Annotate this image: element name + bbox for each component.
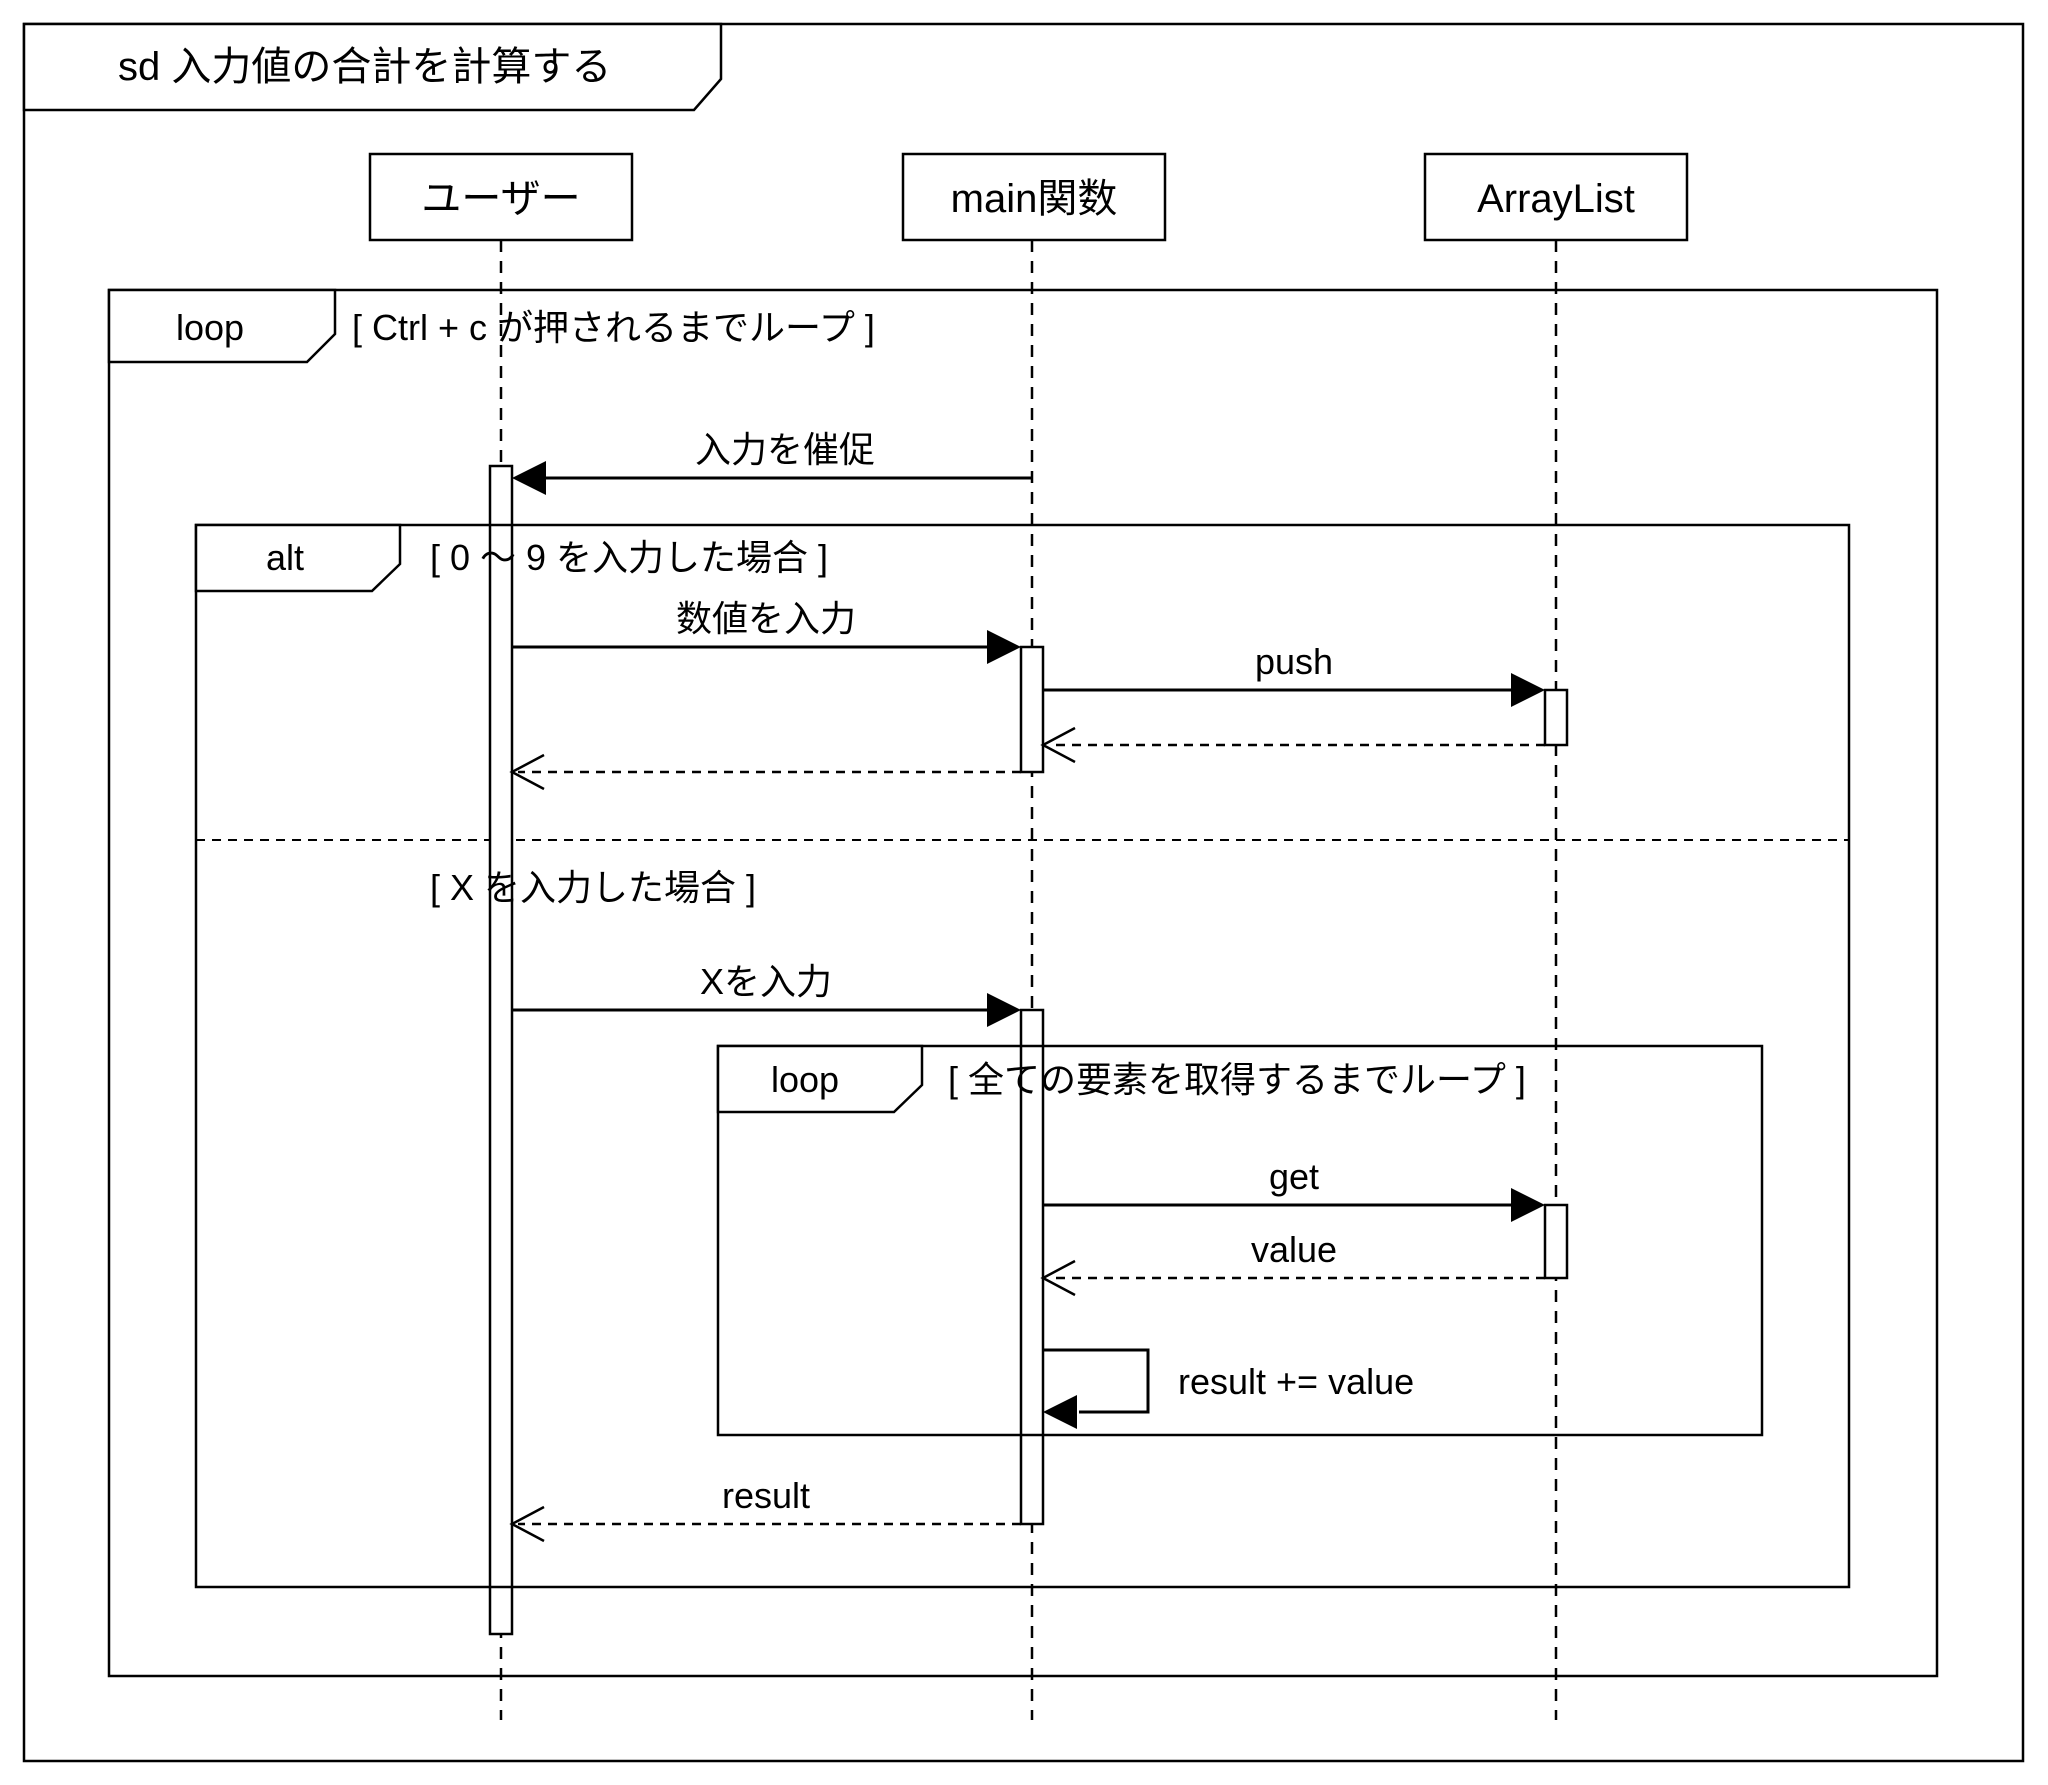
- alt-guard-x: [ X を入力した場合 ]: [430, 867, 756, 908]
- outer-loop-operator-tab: [107, 288, 337, 364]
- lifeline-label-main: main関数: [951, 177, 1118, 221]
- activation-user: [488, 464, 514, 1636]
- diagram-title: sd 入力値の合計を計算する: [118, 45, 611, 89]
- lifeline-label-arraylist: ArrayList: [1477, 177, 1635, 221]
- alt-frame: [194, 523, 1851, 1589]
- return-value-arrowhead: [1040, 1259, 1076, 1297]
- self-message-accumulate-arrowhead: [1043, 1395, 1077, 1429]
- activation-arraylist-2: [1543, 1203, 1569, 1280]
- return-value-label: value: [1251, 1229, 1337, 1270]
- lifeline-label-user: ユーザー: [421, 177, 580, 221]
- message-enter-number-label: 数値を入力: [676, 598, 856, 639]
- message-push-label: push: [1255, 641, 1333, 682]
- outer-loop-frame: [107, 288, 1939, 1678]
- message-prompt-input-arrowhead: [512, 461, 546, 495]
- alt-operator: alt: [266, 537, 304, 578]
- inner-loop-operator: loop: [771, 1059, 839, 1100]
- return-enter-number-arrowhead: [509, 753, 545, 791]
- activation-main-2: [1019, 1008, 1045, 1526]
- return-result-arrowhead: [509, 1505, 545, 1543]
- return-push-arrowhead: [1040, 726, 1076, 764]
- inner-loop-frame: [716, 1044, 1764, 1437]
- message-enter-x-label: Xを入力: [700, 961, 832, 1002]
- outer-loop-operator: loop: [176, 307, 244, 348]
- message-push-arrowhead: [1511, 673, 1545, 707]
- lifeline-head-main: [901, 152, 1167, 242]
- inner-loop-operator-tab: [716, 1044, 924, 1114]
- self-message-accumulate-label: result += value: [1178, 1361, 1414, 1402]
- activation-main-1: [1019, 645, 1045, 774]
- return-result-label: result: [722, 1475, 810, 1516]
- message-enter-x-arrowhead: [987, 993, 1021, 1027]
- outer-loop-guard: [ Ctrl + c が押されるまでループ ]: [352, 307, 875, 348]
- self-message-accumulate-line: [1043, 1348, 1150, 1414]
- message-prompt-input-label: 入力を催促: [695, 429, 875, 470]
- activation-arraylist-1: [1543, 688, 1569, 747]
- message-enter-number-arrowhead: [987, 630, 1021, 664]
- title-frame-tab: [22, 22, 723, 112]
- message-get-label: get: [1269, 1156, 1319, 1197]
- lifeline-head-user: [368, 152, 634, 242]
- lifeline-head-arraylist: [1423, 152, 1689, 242]
- alt-guard-digit: [ 0 ～ 9 を入力した場合 ]: [430, 537, 828, 578]
- inner-loop-guard: [ 全ての要素を取得するまでループ ]: [948, 1059, 1526, 1100]
- message-get-arrowhead: [1511, 1188, 1545, 1222]
- alt-operator-tab: [194, 523, 402, 593]
